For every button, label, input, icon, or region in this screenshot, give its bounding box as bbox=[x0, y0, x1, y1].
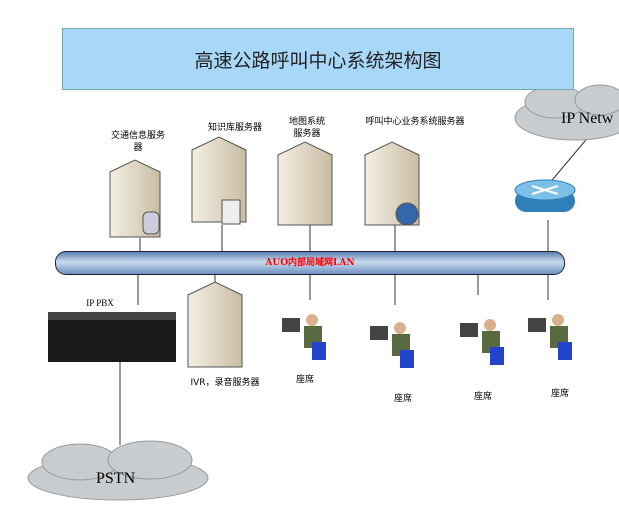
ip-pbx-device bbox=[48, 312, 176, 362]
ivr-label: IVR，录音服务器 bbox=[190, 378, 260, 388]
pstn-label: PSTN bbox=[96, 470, 136, 487]
router-icon bbox=[514, 179, 576, 212]
server-label: 地图系统服务器 bbox=[288, 117, 325, 139]
agent-label: 座席 bbox=[295, 375, 314, 385]
agent-figures bbox=[282, 314, 572, 368]
pbx-label: IP PBX bbox=[86, 298, 114, 308]
connection-lines bbox=[119, 134, 591, 445]
server-knowledge-base bbox=[191, 136, 247, 225]
server-traffic-info bbox=[109, 159, 161, 238]
agent-label: 座席 bbox=[393, 394, 412, 404]
server-label: 交通信息服务器 bbox=[110, 131, 165, 153]
lan-bus: AUO内部局域网LAN bbox=[55, 251, 565, 275]
ip-network-cloud bbox=[514, 84, 619, 141]
agent-label: 座席 bbox=[473, 392, 492, 402]
pstn-cloud bbox=[27, 440, 209, 501]
agent-label: 座席 bbox=[550, 389, 569, 399]
page-title: 高速公路呼叫中心系统架构图 bbox=[62, 28, 574, 90]
server-ivr bbox=[187, 281, 243, 368]
server-label: 呼叫中心业务系统服务器 bbox=[365, 117, 465, 127]
server-map-system bbox=[277, 141, 333, 226]
server-call-center bbox=[364, 141, 420, 226]
server-label: 知识库服务器 bbox=[207, 123, 262, 133]
internet-label: IP Netw bbox=[561, 110, 614, 127]
lan-label: AUO内部局域网LAN bbox=[265, 258, 355, 268]
